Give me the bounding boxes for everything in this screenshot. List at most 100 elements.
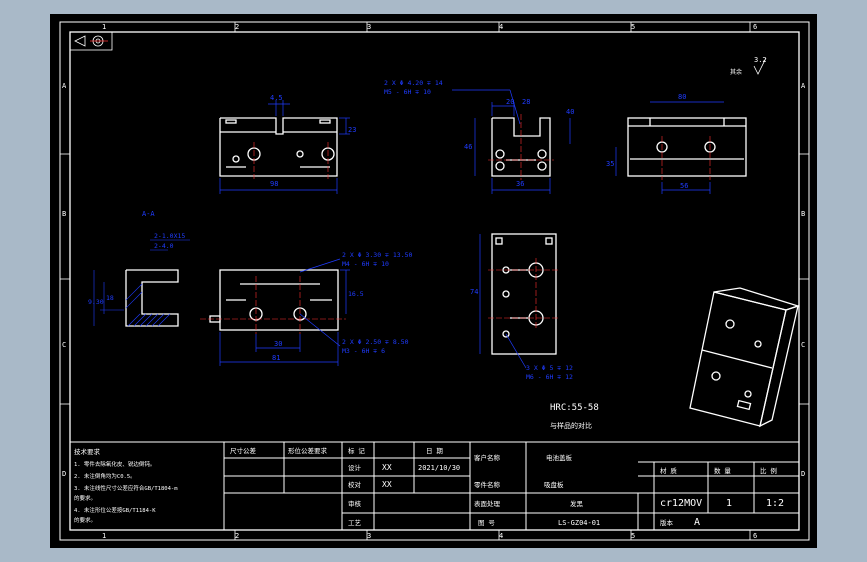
side-dim-4: 46 (464, 143, 472, 151)
front-step-dim: 4.5 (270, 94, 283, 102)
zone-right-a: A (801, 82, 806, 90)
lower-height-dim: 16.5 (348, 290, 364, 298)
tb-version-label: 版本 (660, 518, 674, 527)
lower-span-dim: 30 (274, 340, 282, 348)
notes-title: 技术要求 (74, 447, 101, 456)
bottom-height-dim: 74 (470, 288, 478, 296)
zone-top-3: 3 (367, 23, 371, 31)
front-view: 98 4.5 23 (219, 94, 356, 194)
tb-process-label: 工艺 (348, 519, 362, 527)
note-line-3: 3. 未注线性尺寸公差应符合GB/T1804-m (74, 484, 178, 492)
tb-scale-value: 1:2 (766, 498, 784, 509)
tb-drawn-by: XX (382, 463, 392, 472)
side-thread-callout: M5 - 6H ∓ 10 (384, 88, 431, 96)
roughness-symbol-icon: 3.2 其余 (730, 56, 767, 76)
zone-top-1: 1 (102, 23, 106, 31)
zone-bottom-5: 5 (631, 532, 635, 540)
outer-frame (59, 21, 810, 541)
bottom-view: 74 3 X Φ 5 ∓ 12 M6 - 6H ∓ 12 (470, 233, 573, 381)
tb-qty-label: 数 量 (714, 466, 731, 475)
lower-thread-1: M4 - 6H ∓ 10 (342, 260, 389, 268)
tb-scale-label: 比 例 (760, 466, 777, 475)
zone-right-c: C (801, 341, 805, 349)
tb-review-label: 审核 (348, 499, 362, 508)
tb-checked-by: XX (382, 480, 392, 489)
side-holes-callout: 2 X Φ 4.20 ∓ 14 (384, 79, 443, 87)
section-dim-2: 2-4.0 (154, 242, 174, 250)
tb-geo-label: 形位公差要求 (288, 446, 328, 455)
zone-left-c: C (62, 341, 66, 349)
note-line-4: 的要求。 (74, 494, 96, 502)
tb-qty-value: 1 (726, 498, 732, 509)
side-dim-1: 20 (506, 98, 514, 106)
cad-drawing: 1 2 3 4 5 6 1 2 3 4 5 6 A B C D A B C D … (59, 21, 810, 541)
zone-bottom-3: 3 (367, 532, 371, 540)
tb-material-value: cr12MOV (660, 498, 702, 509)
lower-thread-2: M3 - 6H ∓ 6 (342, 347, 385, 355)
section-dim-1: 2-1.0X15 (154, 232, 185, 240)
note-line-2: 2. 未注倒角均为C0.5。 (74, 472, 136, 480)
side-view: 2 X Φ 4.20 ∓ 14 M5 - 6H ∓ 10 20 28 40 46… (384, 79, 574, 194)
lower-width-dim: 81 (272, 354, 280, 362)
zone-bottom-2: 2 (235, 532, 239, 540)
tb-check-label: 校对 (348, 480, 362, 489)
zone-bottom-6: 6 (753, 532, 757, 540)
zone-left-a: A (62, 82, 67, 90)
bottom-thread-callout: M6 - 6H ∓ 12 (526, 373, 573, 381)
zone-left-b: B (62, 210, 66, 218)
zone-bottom-1: 1 (102, 532, 106, 540)
side-dim-2: 28 (522, 98, 530, 106)
drawing-sheet: 1 2 3 4 5 6 1 2 3 4 5 6 A B C D A B C D … (50, 14, 817, 548)
zone-ticks (60, 22, 809, 540)
side-dim-5: 36 (516, 180, 524, 188)
lower-holes-2: 2 X Φ 2.50 ∓ 8.50 (342, 338, 409, 346)
isometric-view (689, 287, 801, 428)
section-dim-4: 18 (106, 294, 114, 302)
section-view: A-A 2-1.0X15 2-4.0 9.30 18 (88, 210, 190, 327)
note-line-6: 的要求。 (74, 516, 96, 524)
right-height-dim: 35 (606, 160, 614, 168)
zone-top-4: 4 (499, 23, 503, 31)
zone-top-2: 2 (235, 23, 239, 31)
lower-view: 2 X Φ 3.30 ∓ 13.50 M4 - 6H ∓ 10 2 X Φ 2.… (200, 251, 413, 366)
tb-version-value: A (694, 517, 700, 528)
tb-dim-label: 尺寸公差 (230, 446, 257, 455)
tb-client-value: 电池盖板 (546, 453, 573, 462)
zone-right-d: D (801, 470, 805, 478)
zone-bottom-4: 4 (499, 532, 503, 540)
zone-top-6: 6 (753, 23, 757, 31)
surface-note: 与样品的对比 (550, 421, 592, 430)
inner-frame (69, 31, 800, 531)
tb-drawingno-label: 图 号 (478, 519, 495, 527)
bottom-holes-callout: 3 X Φ 5 ∓ 12 (526, 364, 573, 372)
hardness-note: HRC:55-58 (550, 403, 599, 413)
zone-top-5: 5 (631, 23, 635, 31)
lower-holes-1: 2 X Φ 3.30 ∓ 13.50 (342, 251, 413, 259)
front-width-dim: 98 (270, 180, 278, 188)
tb-client-label: 客户名称 (474, 453, 501, 462)
tb-drawn-label: 设计 (348, 463, 362, 472)
tb-partname-label: 零件名称 (474, 480, 501, 489)
roughness-label: 其余 (730, 68, 742, 76)
zone-labels: 1 2 3 4 5 6 1 2 3 4 5 6 A B C D A B C D (62, 23, 806, 540)
tb-heat-value: 发黑 (570, 499, 584, 508)
zone-right-b: B (801, 210, 805, 218)
tb-heat-label: 表面处理 (474, 499, 501, 508)
tb-date-value: 2021/10/30 (418, 464, 460, 472)
section-dim-3: 9.30 (88, 298, 104, 306)
tb-material-label: 材 质 (660, 466, 677, 475)
roughness-value: 3.2 (754, 56, 767, 64)
front-height-dim: 23 (348, 126, 356, 134)
section-label: A-A (142, 210, 155, 218)
tb-partname-value: 吸盘板 (544, 480, 564, 489)
technical-notes: 技术要求 1. 零件去除氧化皮、锐边倒钝。 2. 未注倒角均为C0.5。 3. … (74, 447, 178, 524)
note-line-5: 4. 未注形位公差按GB/T1184-K (74, 506, 156, 514)
right-span-dim: 56 (680, 182, 688, 190)
zone-left-d: D (62, 470, 66, 478)
tb-date-label: 日 期 (426, 447, 443, 455)
projection-symbol-icon (69, 31, 113, 51)
tb-drawingno-value: LS-GZ04-01 (558, 519, 600, 527)
right-width-dim: 80 (678, 93, 686, 101)
side-dim-3: 40 (566, 108, 574, 116)
tb-mark-label: 标 记 (348, 446, 365, 455)
